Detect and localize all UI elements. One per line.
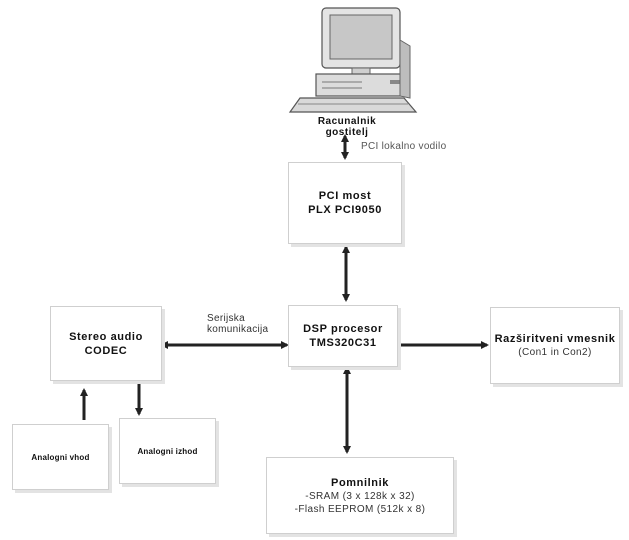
expansion-title: Razširitveni vmesnik <box>494 333 616 345</box>
host-computer-label: Racunalnik gostitelj <box>317 116 377 138</box>
dsp-chip: TMS320C31 <box>309 337 377 349</box>
dsp-title: DSP procesor <box>303 323 383 335</box>
pci-bus-label: PCI lokalno vodilo <box>361 141 447 152</box>
pci-bridge-box: PCI most PLX PCI9050 <box>288 162 402 244</box>
memory-sram: -SRAM (3 x 128k x 32) <box>305 490 415 502</box>
analog-input-box: Analogni vhod <box>12 424 109 490</box>
memory-box: Pomnilnik -SRAM (3 x 128k x 32) -Flash E… <box>266 457 454 534</box>
codec-label: Stereo audio CODEC <box>69 330 143 357</box>
pci-bridge-title: PCI most <box>318 190 372 202</box>
expansion-connectors: (Con1 in Con2) <box>518 347 592 358</box>
serial-link-line2: komunikacija <box>207 324 269 335</box>
analog-output-label: Analogni izhod <box>137 446 198 456</box>
dsp-processor-box: DSP procesor TMS320C31 <box>288 305 398 367</box>
memory-flash: -Flash EEPROM (512k x 8) <box>294 503 426 515</box>
serial-link-label: Serijska komunikacija <box>207 313 268 335</box>
analog-output-box: Analogni izhod <box>119 418 216 484</box>
codec-box: Stereo audio CODEC <box>50 306 162 381</box>
serial-link-line1: Serijska <box>207 313 245 324</box>
pci-bridge-chip: PLX PCI9050 <box>308 204 382 216</box>
expansion-box: Razširitveni vmesnik (Con1 in Con2) <box>490 307 620 384</box>
memory-title: Pomnilnik <box>331 476 389 489</box>
analog-input-label: Analogni vhod <box>31 452 90 462</box>
computer-icon <box>288 7 418 113</box>
